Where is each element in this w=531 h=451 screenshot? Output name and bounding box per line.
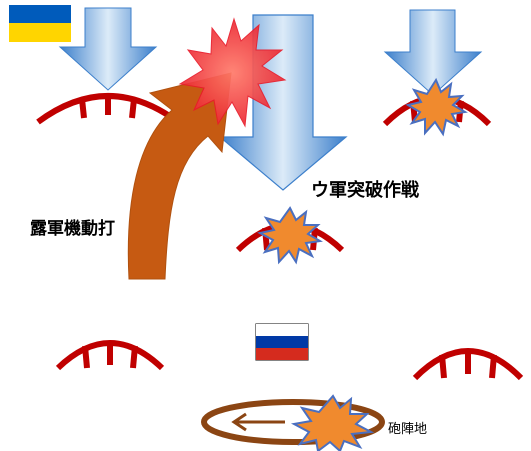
ru-mobile-strike-label: 露軍機動打 [30, 219, 115, 239]
defense-line-bottom-right [412, 348, 524, 381]
artillery-position-label: 砲陣地 [388, 422, 428, 437]
ua-attack-arrow-main [218, 14, 348, 191]
ua-attack-arrow-left [58, 7, 158, 91]
explosion-icon [257, 206, 323, 265]
explosion-icon [290, 394, 375, 451]
ua-breakthrough-label: ウ軍突破作戦 [311, 180, 419, 201]
defense-line-bottom-left [55, 340, 165, 371]
flag-russia-icon [255, 323, 309, 361]
explosion-icon [178, 17, 287, 128]
flag-ukraine-icon [9, 5, 71, 42]
defense-line-top-left [36, 93, 180, 125]
explosion-icon [405, 77, 468, 137]
ua-attack-arrow-right [383, 9, 483, 96]
artillery-position [201, 394, 385, 451]
